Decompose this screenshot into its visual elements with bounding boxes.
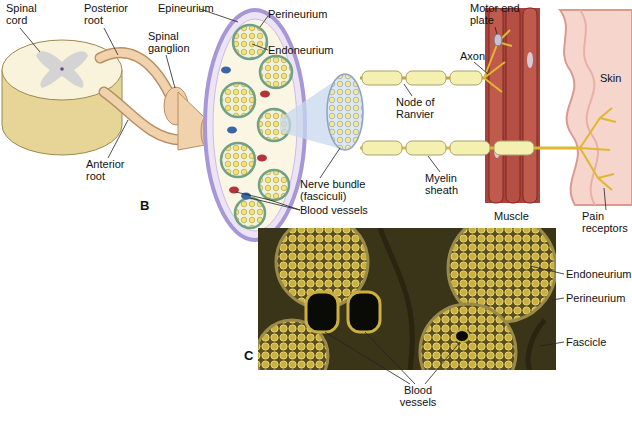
skin-layer bbox=[580, 10, 598, 205]
posterior-root-outline bbox=[100, 53, 170, 95]
spinal-nerve bbox=[178, 92, 205, 150]
leader-line bbox=[236, 192, 300, 210]
part-label: Spinal ganglion bbox=[148, 30, 200, 54]
part-label: Axon bbox=[460, 50, 500, 62]
grey-matter bbox=[36, 51, 88, 88]
leader-line bbox=[320, 148, 340, 178]
sensory-axon bbox=[360, 108, 616, 190]
part-label: Muscle bbox=[494, 210, 544, 222]
vessels-b bbox=[221, 67, 270, 200]
part-label: Posterior root bbox=[84, 2, 136, 26]
fascicle-shape bbox=[235, 198, 265, 228]
part-label: Spinal cord bbox=[6, 2, 46, 26]
panel-letter: B bbox=[140, 200, 160, 212]
fascicle-shape bbox=[221, 143, 255, 177]
motor-end-plate-shape bbox=[494, 34, 502, 46]
leader-line bbox=[108, 120, 128, 158]
myelin-segment bbox=[362, 141, 402, 155]
myelin-segment bbox=[406, 71, 446, 85]
perineurium-septa bbox=[380, 228, 545, 370]
leader-line bbox=[604, 188, 606, 210]
central-canal bbox=[60, 67, 64, 71]
posterior-root-shape bbox=[100, 53, 170, 95]
leader-line bbox=[20, 28, 40, 52]
part-label: Myelin sheath bbox=[425, 172, 475, 196]
leader-line bbox=[552, 298, 564, 300]
pain-receptor-endings bbox=[580, 108, 616, 190]
fascicle-shape bbox=[233, 25, 267, 59]
muscle-fiber bbox=[489, 8, 503, 203]
part-label: Motor end plate bbox=[470, 2, 528, 26]
leader-line bbox=[260, 16, 268, 27]
myelin-segment bbox=[450, 71, 482, 85]
leader-line bbox=[252, 44, 268, 50]
artery bbox=[257, 155, 267, 162]
vein bbox=[227, 127, 237, 134]
fascicle-shape bbox=[260, 56, 292, 88]
muscle-shape bbox=[485, 8, 540, 203]
leader-line bbox=[428, 156, 440, 172]
part-label: Blood vessels bbox=[388, 384, 448, 408]
muscle-fiber bbox=[523, 8, 537, 203]
part-label: Endoneurium bbox=[566, 268, 632, 280]
micro-vessel bbox=[306, 292, 338, 332]
leader-line bbox=[325, 332, 460, 384]
artery bbox=[260, 91, 270, 98]
part-label: Perineurium bbox=[566, 292, 632, 304]
leader-line bbox=[540, 342, 564, 346]
leader-line bbox=[474, 62, 488, 74]
vein bbox=[221, 67, 231, 74]
myelin-segment bbox=[362, 71, 402, 85]
part-label: Blood vessels bbox=[300, 204, 380, 216]
micrograph bbox=[258, 228, 556, 370]
leader-line bbox=[166, 55, 175, 88]
muscle-body bbox=[485, 8, 540, 203]
skin-shape bbox=[560, 10, 632, 205]
panel-letter: C bbox=[244, 350, 258, 362]
part-label: Nerve bundle (fasciculi) bbox=[300, 178, 372, 202]
part-label: Pain receptors bbox=[582, 210, 632, 234]
part-label: Epineurium bbox=[158, 2, 228, 14]
part-label: Fascicle bbox=[566, 336, 632, 348]
part-label: Anterior root bbox=[86, 158, 131, 182]
fascicle-shape bbox=[259, 170, 289, 200]
part-label: Endoneurium bbox=[268, 44, 338, 56]
micro-fascicle bbox=[420, 304, 516, 370]
part-label: Skin bbox=[600, 72, 632, 84]
motor-axon bbox=[360, 30, 512, 92]
part-label: Perineurium bbox=[268, 8, 338, 20]
leader-lines bbox=[20, 9, 606, 384]
micro-vessel bbox=[455, 330, 469, 342]
leader-line bbox=[404, 84, 412, 96]
fascicle-shape bbox=[221, 83, 255, 117]
muscle-fiber bbox=[506, 8, 520, 203]
axon-branches bbox=[484, 30, 512, 92]
myelin-segment bbox=[406, 141, 446, 155]
nerve-bundle-shape bbox=[327, 74, 363, 150]
leader-line bbox=[530, 266, 564, 274]
leader-line bbox=[495, 27, 497, 34]
myelin-segment bbox=[494, 141, 534, 155]
myelin-segment bbox=[450, 141, 490, 155]
part-label: Node of Ranvier bbox=[396, 96, 452, 120]
muscle-nucleus bbox=[527, 52, 533, 68]
leader-line bbox=[104, 28, 118, 55]
micro-fascicles bbox=[258, 228, 556, 370]
micro-vessel bbox=[348, 292, 380, 332]
